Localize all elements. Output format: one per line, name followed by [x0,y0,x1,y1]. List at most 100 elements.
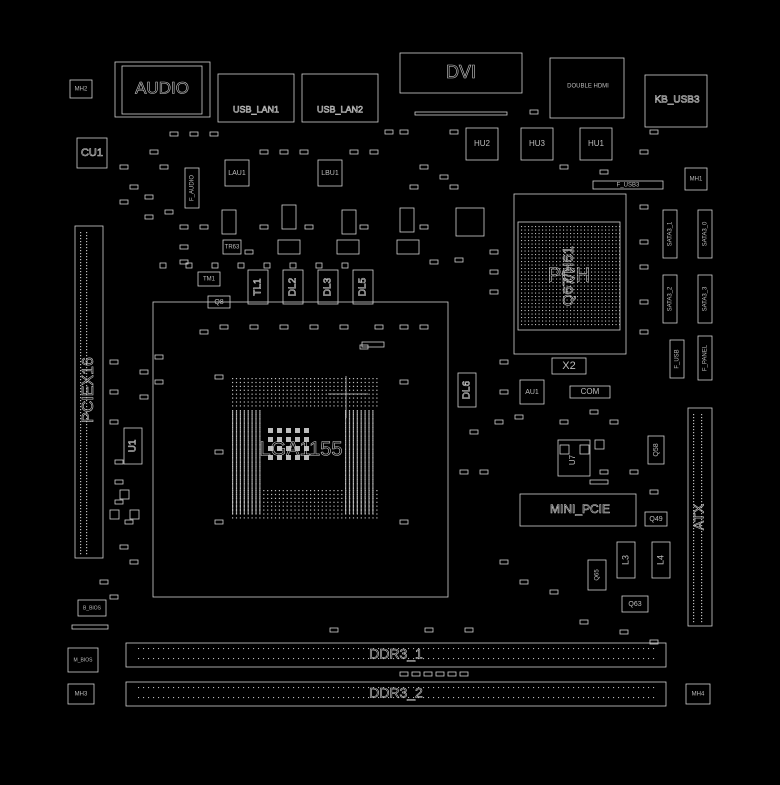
smd-part-7 [144,194,154,200]
label-sata3: SATA3_3 [703,286,709,311]
smd-part-15 [369,149,379,155]
smd-part-62 [119,544,129,550]
smd-part-29 [639,239,649,245]
label-pciex16: PCIEX16 [80,357,97,423]
smd-part-70 [214,374,224,380]
smd-part-32 [639,329,649,335]
label-q8: Q8 [214,299,223,306]
smd-part-49 [499,559,509,565]
mounting-hole-mh3 [67,683,95,705]
smd-part-53 [619,629,629,635]
q49-part [644,511,668,527]
smd-part-40 [459,469,469,475]
chip-square [455,207,485,237]
label-au1: AU1 [525,389,539,396]
decoupling-0 [159,262,167,269]
smd-part-27 [649,129,659,135]
sata0-connector [697,209,713,259]
pcie-pins [80,232,88,555]
label-q49: Q49 [649,516,662,523]
dvi-connector [399,52,523,94]
smd-part-6 [129,184,139,190]
decoupling-2 [211,262,219,269]
smd-part-82 [309,324,319,330]
label-pch-model: Q67/H61 [560,246,577,306]
audio-inner [121,65,203,115]
cpu-center-caps [268,428,309,460]
cpu-pads-top [232,378,378,407]
usb-lan2-port [301,73,379,123]
capacitor-1 [281,204,297,230]
label-mh2: MH2 [75,87,88,93]
smd-part-63 [129,559,139,565]
cap-5 [129,509,140,520]
label-f-panel: F_PANEL [703,344,709,371]
smd-part-3 [149,149,159,155]
au1-chip [519,379,545,405]
smd-part-16 [384,129,394,135]
smd-part-76 [424,627,434,633]
smd-part-30 [639,264,649,270]
label-tr63: TR63 [225,245,240,251]
smd-part-14 [349,149,359,155]
smd-part-97 [244,249,254,255]
smd-part-67 [139,394,149,400]
label-mini-pcie: MINI_PCIE [550,502,610,516]
ddr-cap-1 [411,671,421,677]
label-dl3: DL3 [323,277,334,296]
smd-part-68 [154,354,164,360]
dvi-rail [414,111,508,116]
smd-part-33 [489,249,499,255]
smd-part-10 [164,209,174,215]
label-hu3: HU3 [529,139,546,148]
smd-part-58 [114,459,124,465]
label-dl5: DL5 [358,277,369,296]
smd-part-43 [589,409,599,415]
label-sata1: SATA3_1 [668,221,674,246]
smd-part-74 [399,519,409,525]
label-kb-usb3: KB_USB3 [654,95,699,106]
inductor-dl2 [282,269,304,305]
usb-lan1-port [217,73,295,123]
smd-part-81 [279,324,289,330]
ddr1-pins [138,648,655,660]
cap-row-u7 [589,479,609,485]
label-com: COM [581,387,600,396]
smd-part-8 [119,199,129,205]
x2-crystal [551,357,587,375]
smd-part-69 [154,379,164,385]
smd-part-35 [489,289,499,295]
mounting-hole-mh2 [69,79,93,99]
smd-part-46 [629,469,639,475]
smd-part-78 [199,329,209,335]
cpu-pads-left [232,410,261,514]
label-f-usb: F_USB [675,349,681,368]
smd-part-55 [109,359,119,365]
decoupling-4 [263,262,271,269]
f-usb3-header [592,180,664,190]
smd-part-17 [399,129,409,135]
cu1-chip [76,137,108,169]
kb-usb3-connector [644,74,708,128]
label-audio: AUDIO [135,78,189,97]
label-mh1: MH1 [690,177,703,183]
label-u7: U7 [568,454,577,465]
label-mh4: MH4 [692,692,705,698]
f-panel-header [697,335,713,381]
l4-inductor [651,541,671,579]
pch-balls [521,226,621,326]
atx-connector [687,407,713,627]
label-q65: Q65 [595,569,601,581]
label-dl6: DL6 [462,380,473,399]
smd-part-0 [169,131,179,137]
m-bios-chip [67,647,99,673]
tm1-part [197,271,221,287]
audio-jack [114,61,211,118]
smd-part-95 [179,259,189,265]
ddr3-slot-2 [125,681,667,707]
q58-part [647,435,665,465]
smd-part-59 [114,479,124,485]
cap-row-cpu [361,341,385,348]
cap-2 [594,439,605,450]
